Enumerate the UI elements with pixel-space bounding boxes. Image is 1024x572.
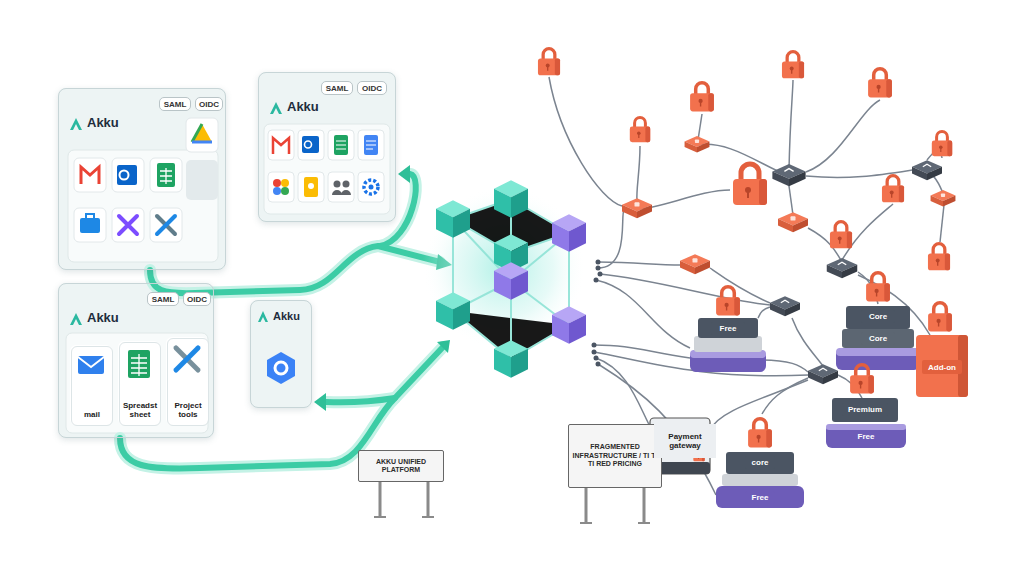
pricing-tier: Core — [861, 310, 895, 323]
app-tile: mail — [71, 346, 113, 426]
node-text: OIDC — [199, 100, 219, 109]
network-hubs — [622, 136, 955, 384]
app-icon — [267, 352, 295, 384]
app-panel: Akku SAML OIDC mail Spreadst sheet Project to… — [58, 283, 214, 438]
pricing-tier: Core — [861, 332, 895, 345]
node-text: SAML — [164, 100, 187, 109]
node-text: SAML — [326, 84, 349, 93]
pricing-tier: Free — [745, 491, 775, 504]
app-panel: Akku — [250, 300, 312, 408]
app-panel: Akku SAML OIDC — [58, 88, 226, 270]
pricing-tier: core — [745, 456, 775, 469]
node-text: Free — [752, 493, 769, 502]
node-text: Free — [858, 432, 875, 441]
node-text: Akku — [273, 310, 300, 322]
node-text: AKKU UNIFIED PLATFORM — [362, 458, 440, 475]
node-text: FRAGMENTED INFRASTRUCTURE / TI TI TI RED… — [572, 443, 658, 468]
wire-ends — [592, 260, 603, 367]
flow-arrows — [120, 174, 443, 469]
pricing-tier: Premium — [842, 403, 888, 416]
pricing-tier: Free — [851, 430, 881, 443]
node-text: OIDC — [362, 84, 382, 93]
pricing-stacks — [650, 306, 968, 508]
app-icons — [268, 130, 384, 202]
protocol-chip: OIDC — [357, 81, 387, 95]
app-icons — [74, 118, 218, 242]
node-text: Project tools — [170, 401, 206, 419]
node-text: Akku — [87, 115, 119, 130]
app-icons — [70, 337, 208, 425]
node-text: mail — [84, 410, 100, 419]
sign-posts — [374, 482, 650, 523]
pricing-tier: Free — [711, 322, 745, 335]
app-panel: Akku SAML OIDC — [258, 72, 396, 222]
app-tile: Spreadst sheet — [119, 342, 161, 426]
node-text: Payment gateway — [654, 432, 716, 450]
node-text: Akku — [287, 99, 319, 114]
node-text: Core — [869, 334, 887, 343]
node-text: Core — [869, 312, 887, 321]
addon-block: Add-on — [922, 360, 962, 374]
node-text: Spreadst sheet — [122, 401, 158, 419]
node-text: SAML — [152, 295, 175, 304]
gateway-box: Payment gateway — [654, 424, 716, 458]
protocol-chip: SAML — [159, 97, 191, 111]
protocol-chip: SAML — [147, 292, 179, 306]
protocol-chip: OIDC — [195, 97, 223, 111]
protocol-chip: SAML — [321, 81, 353, 95]
node-text: Akku — [87, 310, 119, 325]
signpost: FRAGMENTED INFRASTRUCTURE / TI TI TI RED… — [568, 424, 662, 488]
node-text: Premium — [848, 405, 882, 414]
node-text: Add-on — [928, 363, 956, 372]
node-text: core — [752, 458, 769, 467]
node-text: Free — [720, 324, 737, 333]
node-text: OIDC — [187, 295, 207, 304]
signpost: AKKU UNIFIED PLATFORM — [358, 450, 444, 482]
panel-fills — [58, 72, 396, 438]
wires — [549, 77, 944, 495]
hub-cube — [422, 180, 586, 377]
locks — [538, 49, 952, 462]
protocol-chip: OIDC — [183, 292, 211, 306]
app-tile: Project tools — [167, 338, 209, 426]
